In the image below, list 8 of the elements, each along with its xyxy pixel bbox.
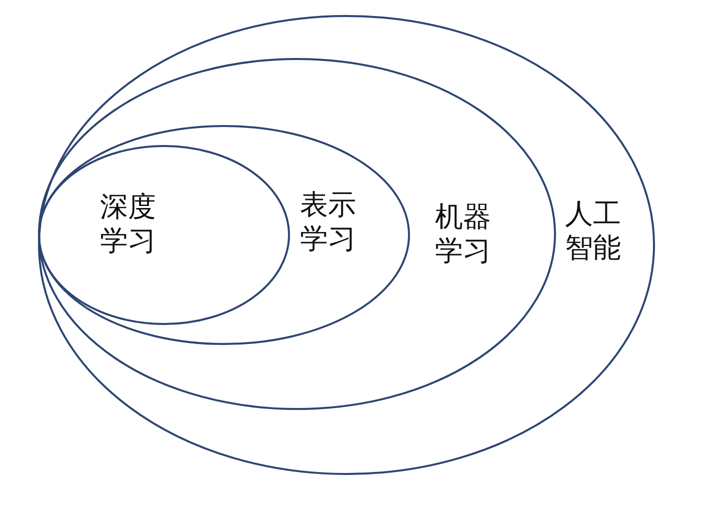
region-label: 深度学习 — [100, 190, 156, 258]
ellipse-region — [38, 15, 655, 475]
region-label: 表示学习 — [300, 188, 356, 256]
region-label: 机器学习 — [435, 200, 491, 268]
ellipse-region — [38, 58, 556, 410]
region-label: 人工智能 — [565, 197, 621, 266]
ellipse-region — [38, 145, 290, 325]
ellipse-region — [38, 125, 410, 345]
